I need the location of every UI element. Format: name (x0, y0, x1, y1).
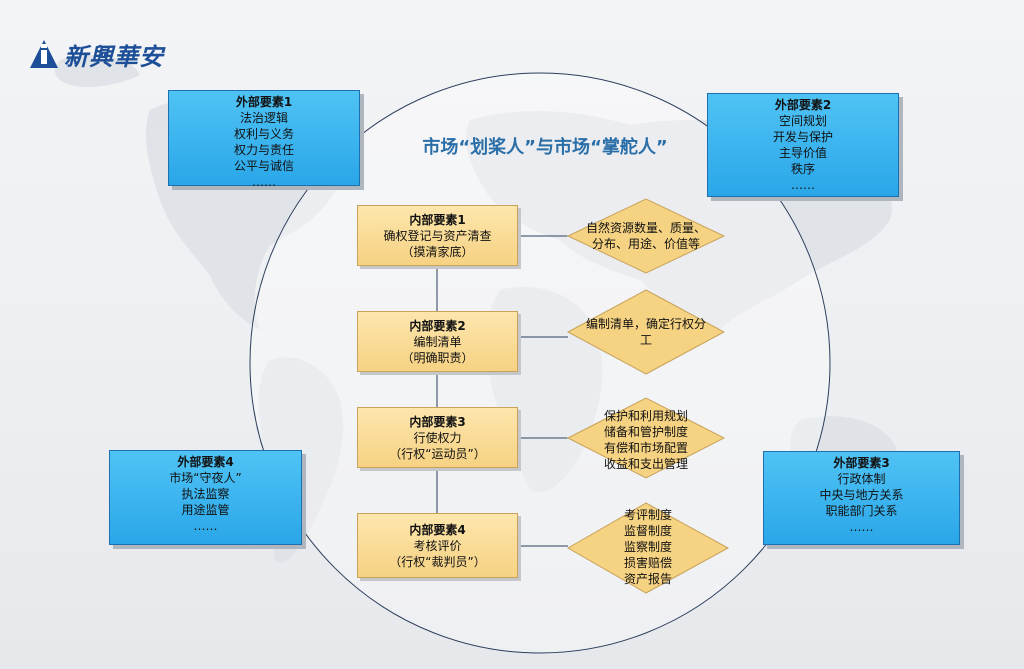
diamond-line: 有偿和市场配置 (603, 441, 688, 455)
external-factor-line: 用途监管 (181, 503, 230, 517)
diamond-line: 资产报告 (623, 572, 672, 586)
external-factor-line: 执法监察 (181, 487, 230, 501)
external-factor-line: …… (849, 520, 874, 534)
diamond-line: 工 (639, 333, 652, 347)
external-factor-line: 主导价值 (778, 146, 827, 160)
internal-factor-3: 内部要素3 行使权力 （行权“运动员”） (357, 407, 518, 468)
internal-factor-line: （明确职责） (401, 350, 474, 365)
diamond-line: 损害赔偿 (623, 556, 672, 570)
external-factor-line: …… (791, 178, 815, 192)
external-factor-line: 法治逻辑 (239, 111, 288, 125)
diamond-line: 监督制度 (623, 524, 672, 538)
internal-factor-1: 内部要素1 确权登记与资产清查 （摸清家底） (357, 205, 518, 266)
diamond-4 (566, 502, 730, 594)
diamond-shapes (566, 198, 730, 594)
diamond-line: 编制清单，确定行权分 (585, 317, 706, 331)
external-factor-head: 外部要素4 (177, 455, 234, 469)
internal-factor-2: 内部要素2 编制清单 （明确职责） (357, 311, 518, 372)
external-factor-line: …… (252, 175, 276, 189)
diamond-1-text: 自然资源数量、质量、 分布、用途、价值等 (578, 216, 714, 256)
external-factor-2: 外部要素2 空间规划 开发与保护 主导价值 秩序 …… (707, 93, 899, 197)
diagram-title: 市场“划桨人”与市场“掌舵人” (422, 137, 668, 158)
internal-factor-head: 内部要素4 (409, 522, 466, 537)
internal-factor-line: （摸清家底） (401, 244, 474, 259)
internal-factor-line: （行权“裁判员”） (389, 554, 486, 569)
diamond-3 (566, 397, 726, 479)
external-factor-head: 外部要素3 (833, 456, 890, 470)
external-factor-4: 外部要素4 市场“守夜人” 执法监察 用途监管 …… (109, 450, 302, 545)
diamond-line: 考评制度 (623, 508, 672, 522)
diamond-line: 分布、用途、价值等 (591, 237, 700, 251)
diamond-line: 收益和支出管理 (603, 457, 688, 471)
external-factor-head: 外部要素1 (235, 95, 293, 109)
external-factor-line: 秩序 (790, 162, 815, 176)
external-factor-line: 空间规划 (778, 114, 827, 128)
external-factor-line: 行政体制 (837, 472, 886, 486)
diamond-2 (566, 289, 726, 375)
internal-factor-line: 编制清单 (413, 334, 462, 349)
external-factor-1: 外部要素1 法治逻辑 权利与义务 权力与责任 公平与诚信 …… (168, 90, 360, 189)
logo-mark-icon (30, 40, 58, 68)
external-factor-3: 外部要素3 行政体制 中央与地方关系 职能部门关系 …… (763, 451, 960, 545)
diamond-line: 储备和管护制度 (603, 425, 688, 439)
internal-factor-line: （行权“运动员”） (389, 446, 486, 461)
logo: 新興華安 (30, 38, 164, 71)
diamond-4-text: 考评制度 监督制度 监察制度 损害赔偿 资产报告 (588, 506, 708, 588)
external-factor-line: 权力与责任 (233, 143, 294, 157)
external-factor-line: …… (193, 519, 218, 533)
external-factor-line: 市场“守夜人” (169, 471, 242, 485)
logo-text: 新興華安 (64, 41, 164, 71)
internal-factor-4: 内部要素4 考核评价 （行权“裁判员”） (357, 513, 518, 578)
diamond-3-text: 保护和利用规划 储备和管护制度 有偿和市场配置 收益和支出管理 (584, 406, 708, 474)
internal-factor-line: 考核评价 (413, 538, 462, 553)
diamond-1 (566, 198, 726, 274)
diamond-line: 自然资源数量、质量、 (585, 221, 706, 235)
internal-factor-head: 内部要素1 (409, 212, 466, 227)
external-factor-line: 职能部门关系 (825, 504, 898, 518)
external-factor-head: 外部要素2 (774, 98, 832, 112)
external-factor-line: 中央与地方关系 (819, 488, 904, 502)
internal-factor-head: 内部要素3 (409, 414, 466, 429)
internal-factor-head: 内部要素2 (409, 318, 466, 333)
diamond-line: 监察制度 (623, 540, 672, 554)
internal-factor-line: 行使权力 (413, 430, 462, 445)
diamond-line: 保护和利用规划 (603, 409, 688, 423)
internal-factor-line: 确权登记与资产清查 (383, 228, 492, 243)
external-factor-line: 公平与诚信 (233, 159, 294, 173)
diamond-2-text: 编制清单，确定行权分 工 (578, 312, 714, 352)
external-factor-line: 开发与保护 (772, 130, 833, 144)
external-factor-line: 权利与义务 (233, 127, 294, 141)
